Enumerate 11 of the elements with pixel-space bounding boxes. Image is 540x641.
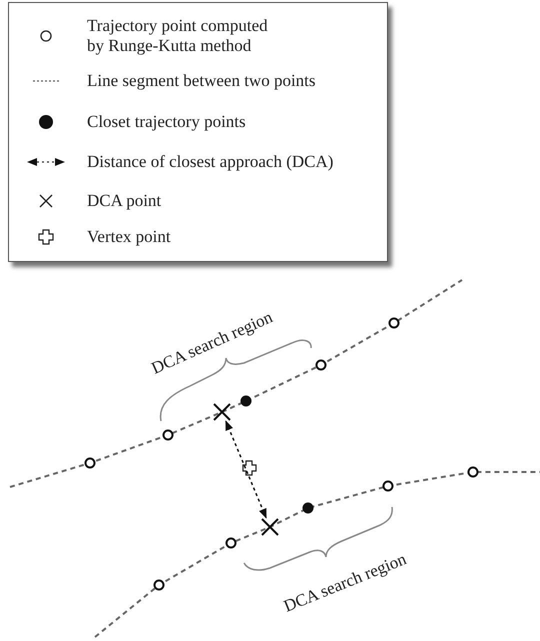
- legend-text: Distance of closest approach (DCA): [87, 152, 334, 172]
- cross-marker: [260, 517, 280, 537]
- double-arrow: [225, 420, 267, 519]
- legend-text: Vertex point: [87, 227, 172, 247]
- region-label: DCA search region: [148, 307, 276, 379]
- legend-text: Line segment between two points: [87, 71, 317, 91]
- cross-marker: [212, 402, 232, 422]
- legend-text: Trajectory point computed by Runge-Kutta method: [87, 16, 269, 56]
- legend-text: Closet trajectory points: [87, 112, 247, 132]
- region-label: DCA search region: [281, 549, 410, 617]
- legend-text: DCA point: [87, 191, 162, 211]
